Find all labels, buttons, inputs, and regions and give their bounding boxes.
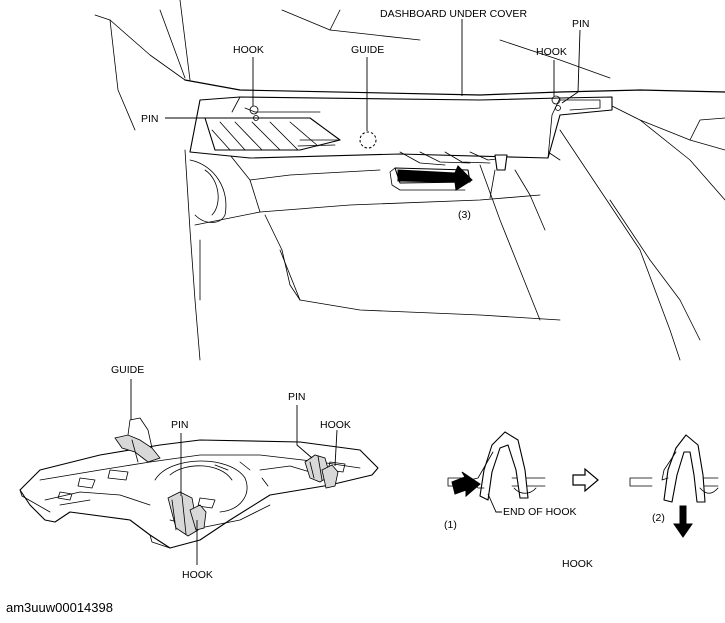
pin-bottom-right-leader [296,405,313,459]
pin-left-label: PIN [141,113,159,125]
hook-caption-label: HOOK [562,558,593,570]
guide-bottom-label: GUIDE [111,364,144,376]
hook-bottom-right-label: HOOK [320,419,351,431]
removal-direction-arrow-icon [389,165,473,191]
end-of-hook-leader [487,493,502,513]
hook-right-label: HOOK [536,46,567,58]
push-arrow-icon [451,471,481,498]
end-of-hook-label: END OF HOOK [503,506,577,518]
guide-top-label: GUIDE [351,44,384,56]
pin-right-label: PIN [572,18,590,30]
pull-down-arrow-icon [673,505,693,538]
pin-bottom-left-label: PIN [171,419,189,431]
pin-bottom-right-label: PIN [288,391,306,403]
hook-bottom-right-leader [334,429,338,467]
step-2-label: (2) [652,512,665,524]
dashboard-under-cover-label: DASHBOARD UNDER COVER [380,8,527,20]
hook-detail-view [447,431,719,538]
hook-bottom-left-label: HOOK [182,569,213,581]
pin-right-leader [561,29,581,104]
vehicle-interior-view [94,0,725,361]
hook-left-label: HOOK [233,44,264,56]
under-cover-part-view [19,379,379,565]
image-code: am3uuw00014398 [6,600,113,615]
transition-arrow-icon [572,467,599,493]
step-3-label: (3) [458,209,471,221]
step-1-label: (1) [444,519,457,531]
